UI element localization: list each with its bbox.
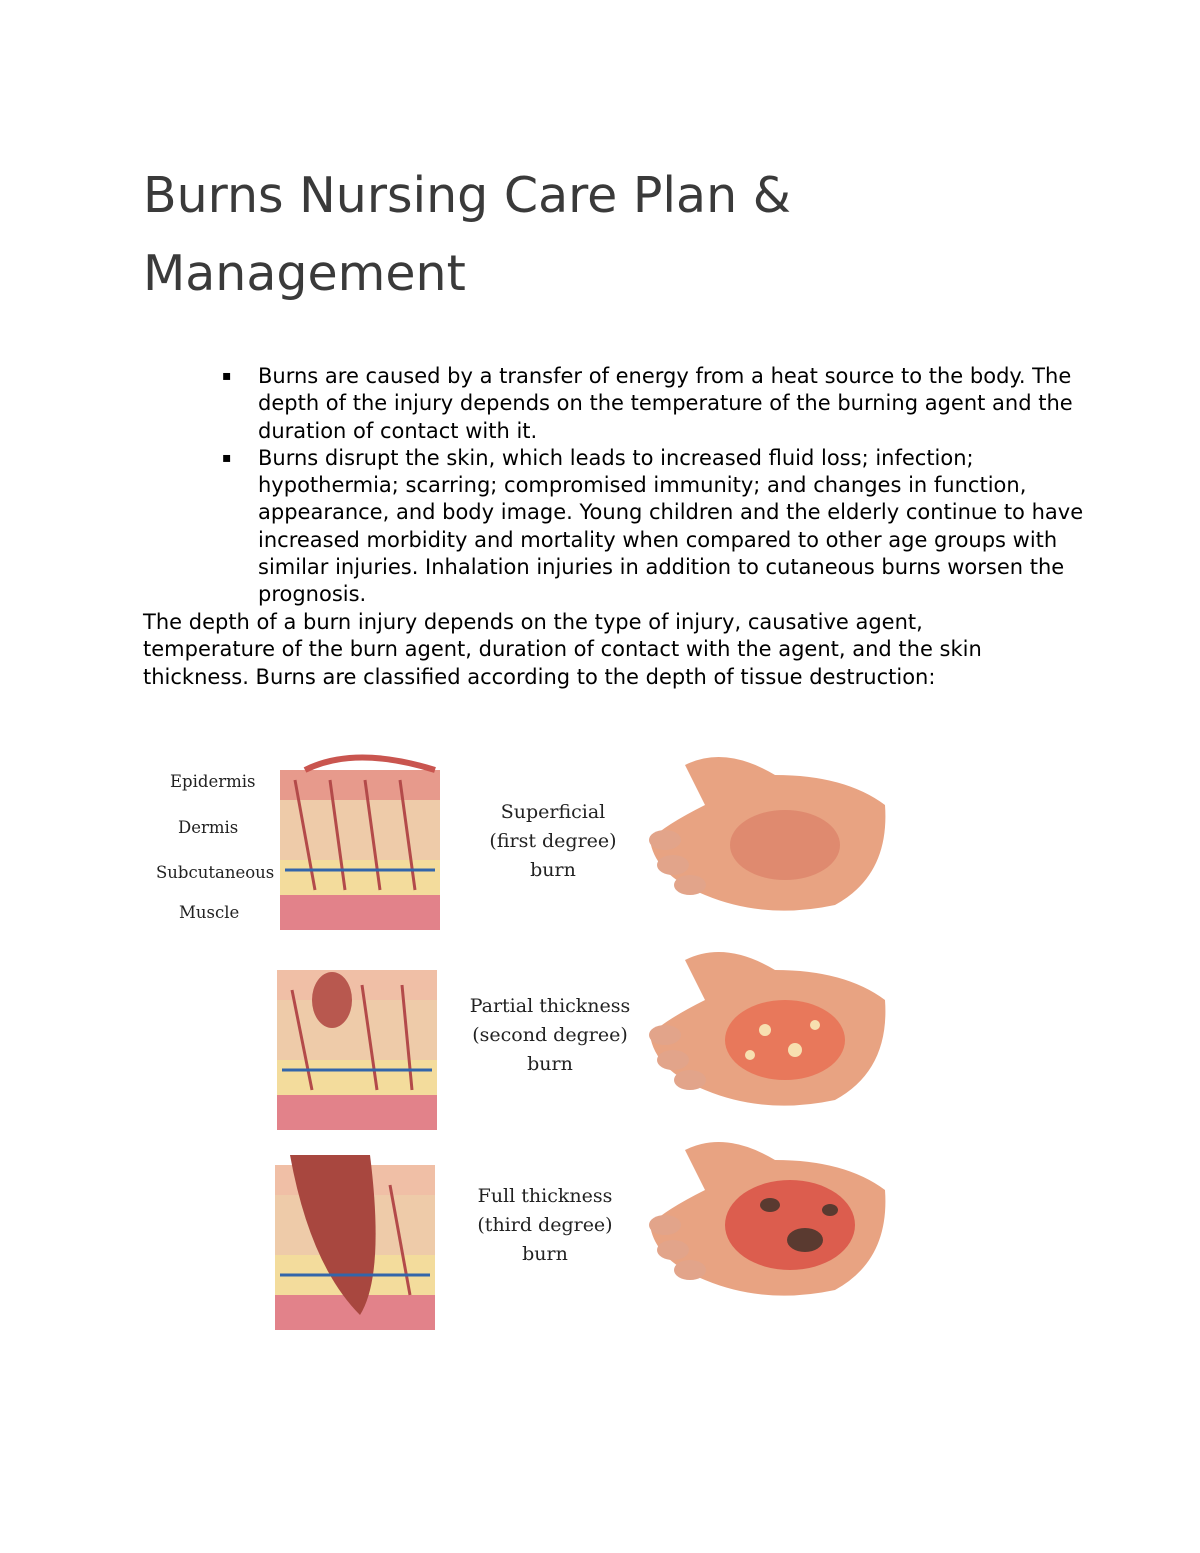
caption-line: burn — [530, 859, 576, 881]
caption-line: (second degree) — [472, 1024, 628, 1046]
body-paragraph: The depth of a burn injury depends on th… — [143, 610, 982, 689]
caption-line: burn — [527, 1053, 573, 1075]
caption-line: (third degree) — [477, 1214, 613, 1236]
list-item: ▪ Burns are caused by a transfer of ener… — [220, 363, 1100, 445]
bullet-marker: ▪ — [222, 368, 232, 384]
caption-line: burn — [522, 1243, 568, 1265]
bullet-list: ▪ Burns are caused by a transfer of ener… — [220, 363, 1100, 609]
caption-line: Superficial — [500, 801, 606, 823]
caption-line: (first degree) — [489, 830, 617, 852]
skin-section-second-degree — [277, 970, 437, 1130]
hand-third-degree-illustration — [649, 1142, 886, 1296]
layer-label-dermis: Dermis — [178, 818, 239, 837]
bullet-text: Burns are caused by a transfer of energy… — [258, 364, 1073, 443]
skin-section-third-degree — [275, 1155, 435, 1330]
hand-first-degree-illustration — [649, 757, 886, 911]
skin-section-first-degree — [280, 754, 440, 930]
document-title: Burns Nursing Care Plan & Management — [143, 167, 791, 302]
list-item: ▪ Burns disrupt the skin, which leads to… — [220, 445, 1100, 609]
bullet-text: Burns disrupt the skin, which leads to i… — [258, 445, 1084, 607]
bullet-marker: ▪ — [222, 449, 232, 466]
burn-depth-figure: Epidermis Dermis Subcutaneous Muscle Sup… — [150, 730, 910, 1340]
caption-line: Partial thickness — [469, 995, 631, 1017]
layer-label-subcutaneous: Subcutaneous — [156, 863, 275, 882]
caption-second-degree: Partial thickness (second degree) burn — [455, 992, 645, 1079]
layer-label-muscle: Muscle — [179, 903, 240, 922]
layer-label-epidermis: Epidermis — [170, 772, 256, 791]
hand-second-degree-illustration — [649, 952, 886, 1106]
caption-line: Full thickness — [477, 1185, 613, 1207]
caption-first-degree: Superficial (first degree) burn — [468, 798, 638, 885]
caption-third-degree: Full thickness (third degree) burn — [460, 1182, 630, 1269]
